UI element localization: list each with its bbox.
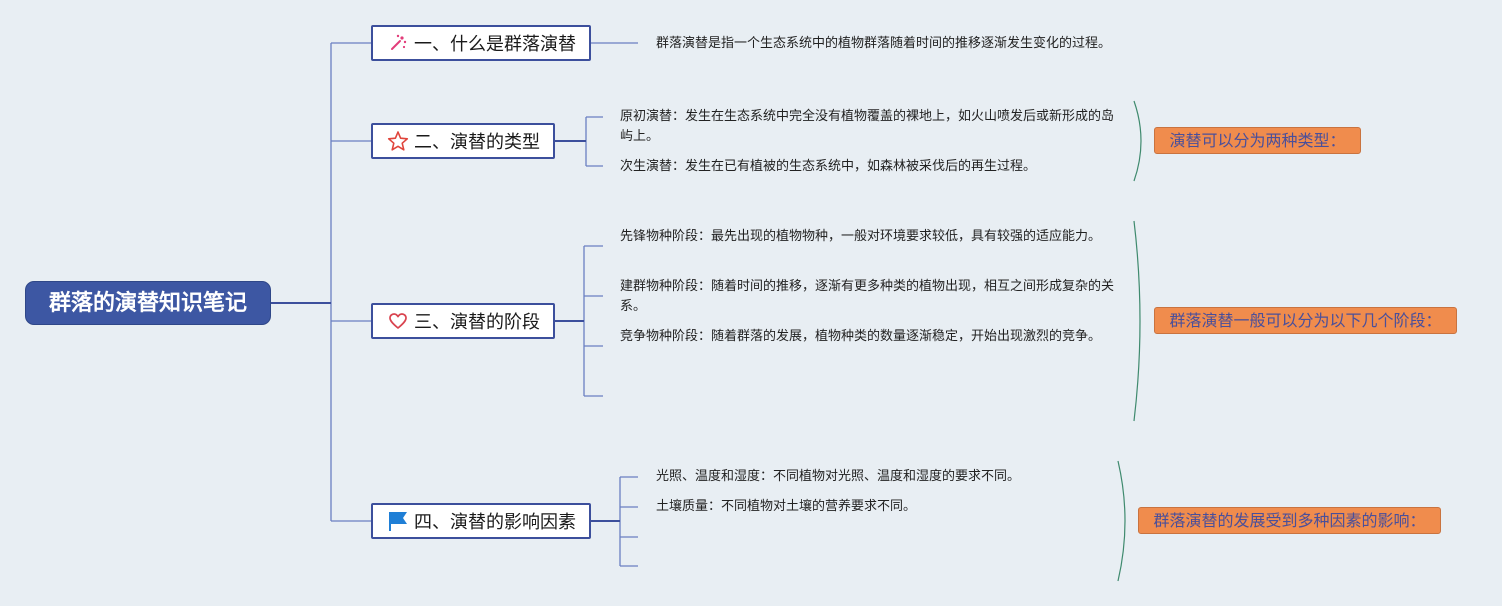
flag-icon bbox=[386, 509, 410, 533]
branch-topic-3[interactable]: 三、演替的阶段 bbox=[371, 303, 555, 339]
sparkle-wand-icon bbox=[386, 31, 410, 55]
summary-bracket-2 bbox=[1133, 100, 1142, 182]
heart-icon bbox=[386, 309, 410, 333]
branch-topic-1[interactable]: 一、什么是群落演替 bbox=[371, 25, 591, 61]
leaf-topic-4-1[interactable]: 光照、温度和湿度：不同植物对光照、温度和湿度的要求不同。 bbox=[656, 469, 1021, 484]
branch-topic-2[interactable]: 二、演替的类型 bbox=[371, 123, 555, 159]
leaf-topic-4-2[interactable]: 土壤质量：不同植物对土壤的营养要求不同。 bbox=[656, 499, 917, 514]
summary-topic-2[interactable]: 演替可以分为两种类型： bbox=[1154, 127, 1361, 154]
summary-bracket-3 bbox=[1133, 220, 1141, 422]
leaf-topic-2-1[interactable]: 原初演替：发生在生态系统中完全没有植物覆盖的裸地上，如火山喷发后或新形成的岛屿上… bbox=[620, 109, 1115, 144]
leaf-topic-3-1[interactable]: 先锋物种阶段：最先出现的植物物种，一般对环境要求较低，具有较强的适应能力。 bbox=[620, 229, 1102, 244]
leaf-topic-2-2[interactable]: 次生演替：发生在已有植被的生态系统中，如森林被采伐后的再生过程。 bbox=[620, 159, 1037, 174]
root-topic[interactable]: 群落的演替知识笔记 bbox=[25, 281, 271, 325]
leaf-topic-3-2[interactable]: 建群物种阶段：随着时间的推移，逐渐有更多种类的植物出现，相互之间形成复杂的关系。 bbox=[620, 279, 1115, 314]
leaf-topic-3-3[interactable]: 竞争物种阶段：随着群落的发展，植物种类的数量逐渐稳定，开始出现激烈的竞争。 bbox=[620, 329, 1102, 344]
branch-topic-label: 四、演替的影响因素 bbox=[414, 512, 576, 533]
star-icon bbox=[386, 129, 410, 153]
summary-topic-4[interactable]: 群落演替的发展受到多种因素的影响： bbox=[1138, 507, 1441, 534]
branch-topic-label: 二、演替的类型 bbox=[414, 132, 540, 153]
branch-topic-4[interactable]: 四、演替的影响因素 bbox=[371, 503, 591, 539]
branch-topic-label: 一、什么是群落演替 bbox=[414, 34, 576, 55]
branch-topic-label: 三、演替的阶段 bbox=[414, 312, 540, 333]
summary-bracket-4 bbox=[1117, 460, 1126, 582]
leaf-topic-1-1[interactable]: 群落演替是指一个生态系统中的植物群落随着时间的推移逐渐发生变化的过程。 bbox=[656, 36, 1112, 51]
summary-topic-3[interactable]: 群落演替一般可以分为以下几个阶段： bbox=[1154, 307, 1457, 334]
